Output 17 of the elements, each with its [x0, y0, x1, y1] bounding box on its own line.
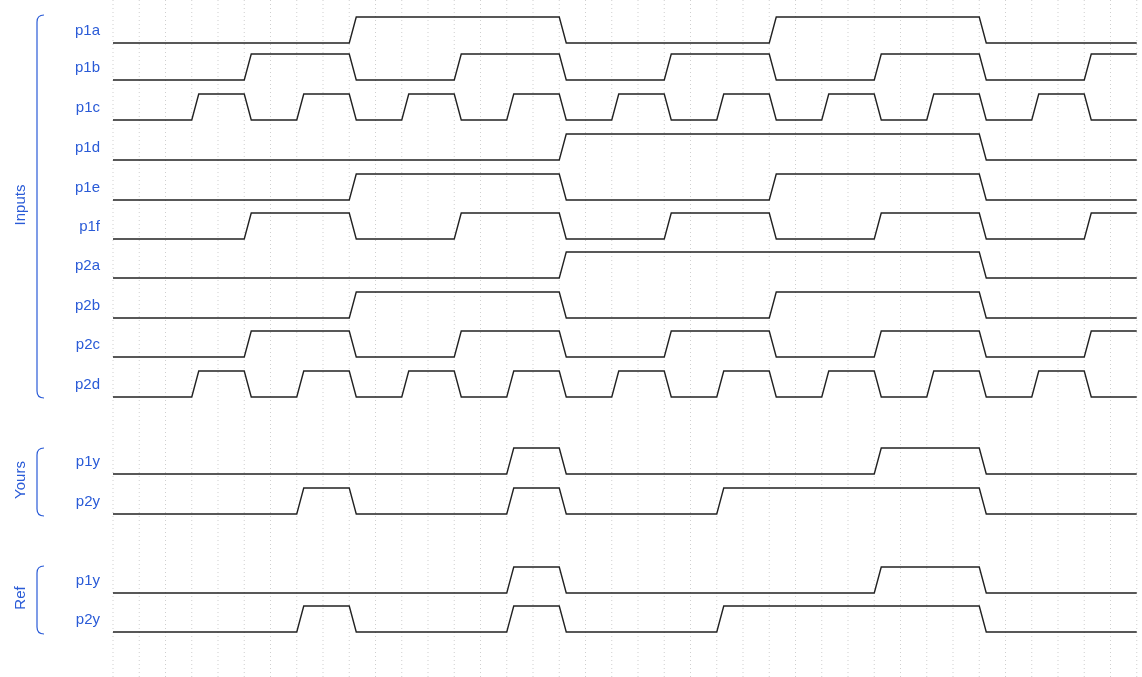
signal-name: p1b — [73, 58, 100, 76]
group-label: Inputs — [11, 184, 29, 226]
signal-name: p1f — [78, 217, 100, 235]
signal-name: p2c — [74, 335, 100, 353]
signal-name: p1a — [73, 21, 100, 39]
group-label: Ref — [11, 586, 29, 610]
signal-name: p1y — [74, 571, 100, 589]
signal-name: p2y — [74, 492, 100, 510]
signal-name: p2d — [73, 375, 100, 393]
signal-name: p2y — [74, 610, 100, 628]
signal-name: p2b — [73, 296, 100, 314]
signal-name: p1e — [73, 178, 100, 196]
signal-name: p2a — [73, 256, 100, 274]
signal-name: p1y — [74, 452, 100, 470]
signal-name: p1c — [74, 98, 100, 116]
group-label: Yours — [11, 461, 29, 499]
signal-name: p1d — [73, 138, 100, 156]
